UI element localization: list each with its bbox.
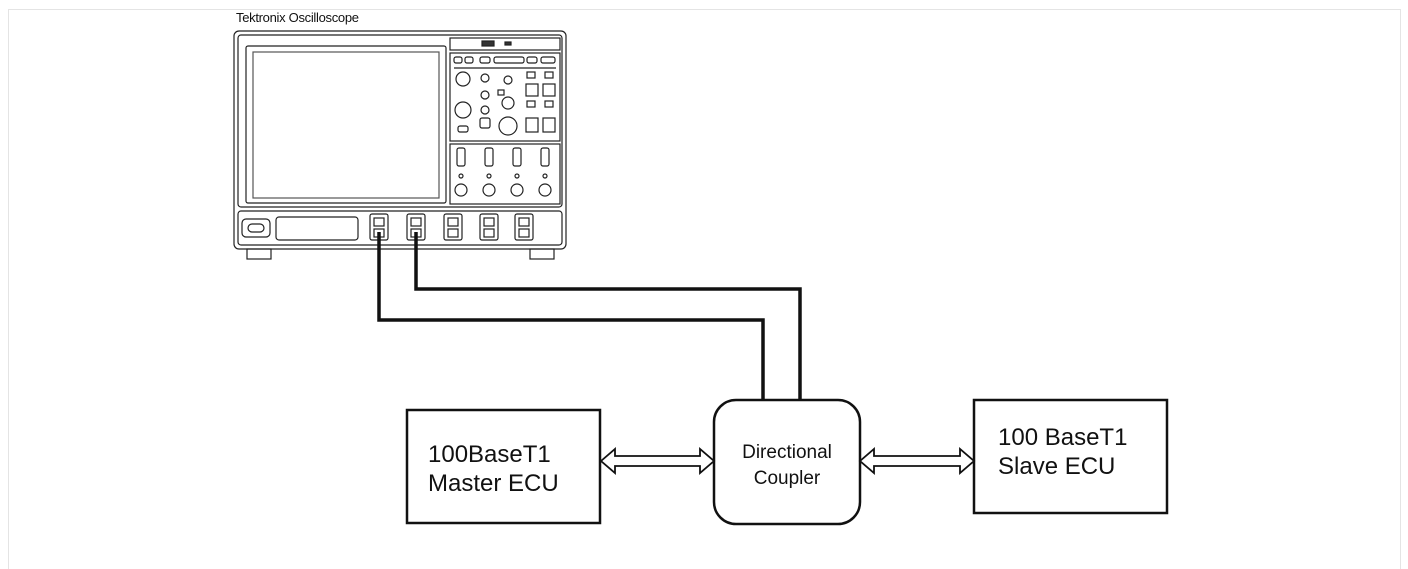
scope-knob	[501, 96, 515, 110]
slave-ecu-line2: Slave ECU	[998, 453, 1116, 480]
oscilloscope-screen-bezel	[245, 45, 447, 204]
scope-knob-small	[503, 75, 513, 85]
scope-button-strip	[493, 56, 525, 64]
master-ecu-line1: 100BaseT1	[428, 441, 551, 468]
slave-ecu-box	[972, 398, 1169, 515]
scope-button	[544, 100, 554, 108]
coupler-slave-link	[858, 447, 976, 475]
scope-power-button-inner	[247, 223, 265, 233]
scope-button	[453, 56, 463, 64]
scope-knob-large	[498, 116, 518, 136]
probe-cables	[377, 232, 802, 400]
double-arrow-left	[599, 447, 716, 475]
diagram-frame	[8, 9, 1401, 569]
scope-button	[526, 56, 538, 64]
oscilloscope-chassis	[233, 30, 567, 250]
coupler-line2: Coupler	[753, 468, 821, 489]
oscilloscope-top-panel	[237, 34, 563, 208]
oscilloscope-label: Tektronix Oscilloscope	[236, 10, 359, 25]
scope-front-slot	[275, 216, 359, 241]
slave-ecu-label: 100 BaseT1 Slave ECU	[998, 423, 1127, 481]
master-ecu-box	[405, 408, 602, 525]
scope-indicator	[481, 40, 495, 47]
scope-power-button	[241, 218, 271, 238]
scope-knob-small	[480, 105, 490, 115]
scope-keypad	[525, 117, 539, 133]
scope-indicator-small	[504, 41, 512, 46]
scope-button	[526, 100, 536, 108]
scope-button	[497, 89, 505, 96]
scope-input-connectors	[369, 213, 534, 241]
scope-keypad	[525, 83, 539, 97]
scope-button	[526, 71, 536, 79]
probe-cable-1	[377, 232, 765, 400]
scope-foot-left	[246, 248, 272, 260]
scope-keypad	[542, 117, 556, 133]
coupler-line1: Directional	[742, 442, 832, 463]
master-ecu-line2: Master ECU	[428, 470, 559, 497]
scope-keypad	[542, 83, 556, 97]
oscilloscope	[233, 30, 567, 260]
scope-button	[544, 71, 554, 79]
scope-channel-panel	[449, 143, 561, 205]
probe-cable-2	[414, 232, 802, 400]
scope-knob	[454, 101, 472, 119]
scope-top-bar	[449, 37, 561, 51]
slave-ecu-line1: 100 BaseT1	[998, 424, 1128, 451]
scope-channel-controls	[454, 147, 552, 197]
scope-button	[540, 56, 556, 64]
scope-button	[479, 117, 491, 129]
coupler-label: Directional Coupler	[714, 440, 860, 492]
oscilloscope-screen	[252, 51, 440, 199]
scope-bottom-panel	[237, 210, 563, 246]
scope-button	[479, 56, 491, 64]
scope-foot-right	[529, 248, 555, 260]
scope-control-panel	[449, 52, 561, 142]
scope-button	[457, 125, 469, 133]
master-coupler-link	[599, 447, 716, 475]
scope-button	[464, 56, 474, 64]
scope-knob-small	[480, 73, 490, 83]
double-arrow-right	[858, 447, 976, 475]
scope-knob-small	[480, 90, 490, 100]
scope-knob	[455, 71, 471, 87]
master-ecu-label: 100BaseT1 Master ECU	[428, 440, 559, 498]
